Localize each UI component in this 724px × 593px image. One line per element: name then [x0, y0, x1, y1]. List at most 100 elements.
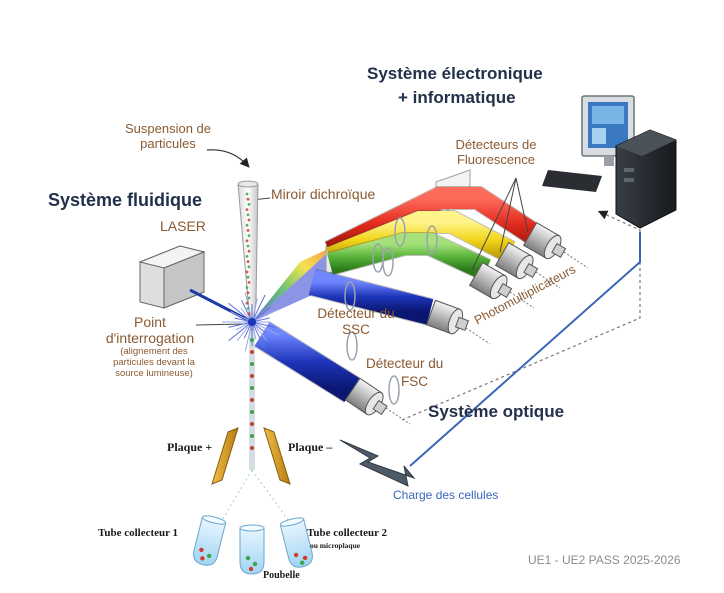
detector-wire-1 [563, 251, 589, 269]
blue-fsc-beam [254, 322, 360, 402]
ssc-label-line2: SSC [342, 321, 370, 337]
lens-ring-2 [426, 225, 438, 255]
nozzle-particle-12 [247, 249, 251, 253]
screen-plot-2 [592, 128, 606, 144]
scatter-ray-24 [251, 294, 266, 323]
fluidic-system-heading: Système fluidique [48, 190, 203, 210]
ssc-light-cone [252, 236, 346, 322]
fsc-detector [344, 377, 388, 416]
stream-droplet-1 [250, 338, 254, 342]
green-fluorescence-detector [468, 262, 513, 300]
fluorescence-detectors-label: Détecteurs de Fluorescence [434, 137, 558, 168]
nozzle-particle-3 [247, 203, 251, 206]
stream-droplet-7 [250, 410, 254, 414]
stream-droplet-10 [250, 446, 254, 450]
collector-tube-1-label: Tube collecteur 1 [98, 527, 179, 539]
nozzle-particle-4 [245, 208, 249, 212]
fluo-leader-3 [471, 177, 517, 271]
nozzle-particle-1 [245, 192, 249, 196]
plate-minus-label: Plaque – [288, 440, 333, 454]
computer-tower-top [616, 130, 676, 156]
fluo-leader-2 [515, 177, 529, 233]
nozzle-particle-14 [246, 260, 250, 263]
detector-wire-3 [509, 291, 535, 309]
cell-charge-label: Charge des cellules [393, 488, 499, 502]
scatter-ray-17 [230, 311, 253, 323]
tube2-cell-1 [293, 552, 299, 558]
lens-ring-5 [344, 281, 356, 311]
collector-tube-1-glass [193, 516, 227, 566]
yellow-beam [325, 211, 516, 269]
detector-wire-4 [465, 327, 491, 345]
interrogation-note: (alignement des particules devant la sou… [100, 346, 208, 380]
collector-tube-1 [193, 515, 227, 566]
tower-drive-2 [624, 178, 634, 182]
red-fluorescence-detector [522, 222, 567, 260]
scatter-ray-20 [241, 300, 253, 323]
left-droplet-path [221, 469, 253, 521]
keyboard [542, 170, 602, 192]
ssc-detector-pin [454, 316, 470, 331]
nozzle-particle-15 [247, 265, 251, 269]
ssc-detector-label: Détecteur du SSC [308, 306, 404, 337]
green-beam [327, 233, 491, 280]
stream-droplet-6 [250, 398, 254, 402]
tube2-cell-3 [299, 560, 305, 565]
waste-label: Poubelle [263, 570, 300, 581]
waste-cell-2 [252, 561, 258, 567]
waste-tube-mouth [239, 524, 265, 532]
nozzle-particle-24 [247, 312, 251, 315]
signal-dashed-arrow [597, 210, 641, 262]
lens-ring-7 [388, 375, 400, 405]
stream-droplet-4 [250, 374, 254, 378]
nozzle-particle-2 [246, 197, 250, 201]
interrogation-leader [195, 323, 245, 326]
laser-box-front [163, 251, 205, 309]
scatter-ray-6 [251, 321, 266, 350]
nozzle-particle-7 [245, 223, 249, 227]
tower-drive-1 [624, 168, 634, 172]
nozzle-particle-16 [245, 270, 249, 274]
suspension-label-line1: Suspension de [124, 121, 211, 136]
fluorescence-label-line1: Détecteurs de [455, 137, 537, 152]
scatter-ray-27 [251, 308, 280, 323]
nozzle-particle-20 [246, 291, 250, 295]
nozzle-particle-9 [247, 234, 251, 238]
interrogation-label-line1: Point [134, 314, 166, 330]
red-fluorescence-detector-pin [551, 242, 567, 259]
nozzle-particle-5 [246, 213, 250, 217]
fsc-detector-label-line1: Détecteur du [366, 356, 444, 371]
nozzle-particle-18 [247, 281, 251, 284]
plate-plus [211, 427, 239, 485]
computer-to-charge-line [409, 232, 641, 467]
fsc-detector-label-line2: FSC [401, 374, 428, 389]
nozzle-particle-23 [246, 307, 250, 310]
scatter-ray-12 [228, 321, 253, 342]
scatter-ray-14 [228, 321, 253, 328]
electronic-system-heading: Système électronique [367, 64, 543, 83]
scatter-ray-3 [251, 321, 280, 336]
dichroic-mirror-label: Miroir dichroïque [271, 186, 376, 202]
green-fluorescence-detector-pin [497, 282, 513, 299]
waste-tube [239, 524, 265, 575]
collector-tube-2-glass [279, 518, 313, 568]
detector-wire-5 [385, 407, 411, 425]
lens-ring-6 [346, 331, 358, 361]
scatter-ray-23 [251, 298, 258, 323]
blue-ssc-beam [308, 269, 434, 325]
fluo-leader-1 [499, 177, 517, 253]
lens-ring-4 [382, 247, 394, 277]
waste-cell-1 [245, 555, 251, 561]
interrogation-note-line1: (alignement des [120, 346, 188, 357]
nozzle-particle-13 [245, 255, 249, 258]
tube2-cell-2 [302, 555, 308, 561]
nozzle-particle-6 [247, 218, 251, 222]
interrogation-note-line3: source lumineuse) [115, 367, 193, 379]
nozzle-particle-19 [245, 286, 249, 289]
collector-tube-1-mouth [201, 515, 227, 525]
interrogation-note-line2: particules devant la [113, 356, 195, 368]
footer-course-label: UE1 - UE2 PASS 2025-2026 [528, 553, 681, 567]
yellow-fluorescence-detector-pin [523, 262, 539, 279]
stream-droplet-2 [250, 350, 254, 354]
stream-droplet-3 [250, 362, 254, 366]
